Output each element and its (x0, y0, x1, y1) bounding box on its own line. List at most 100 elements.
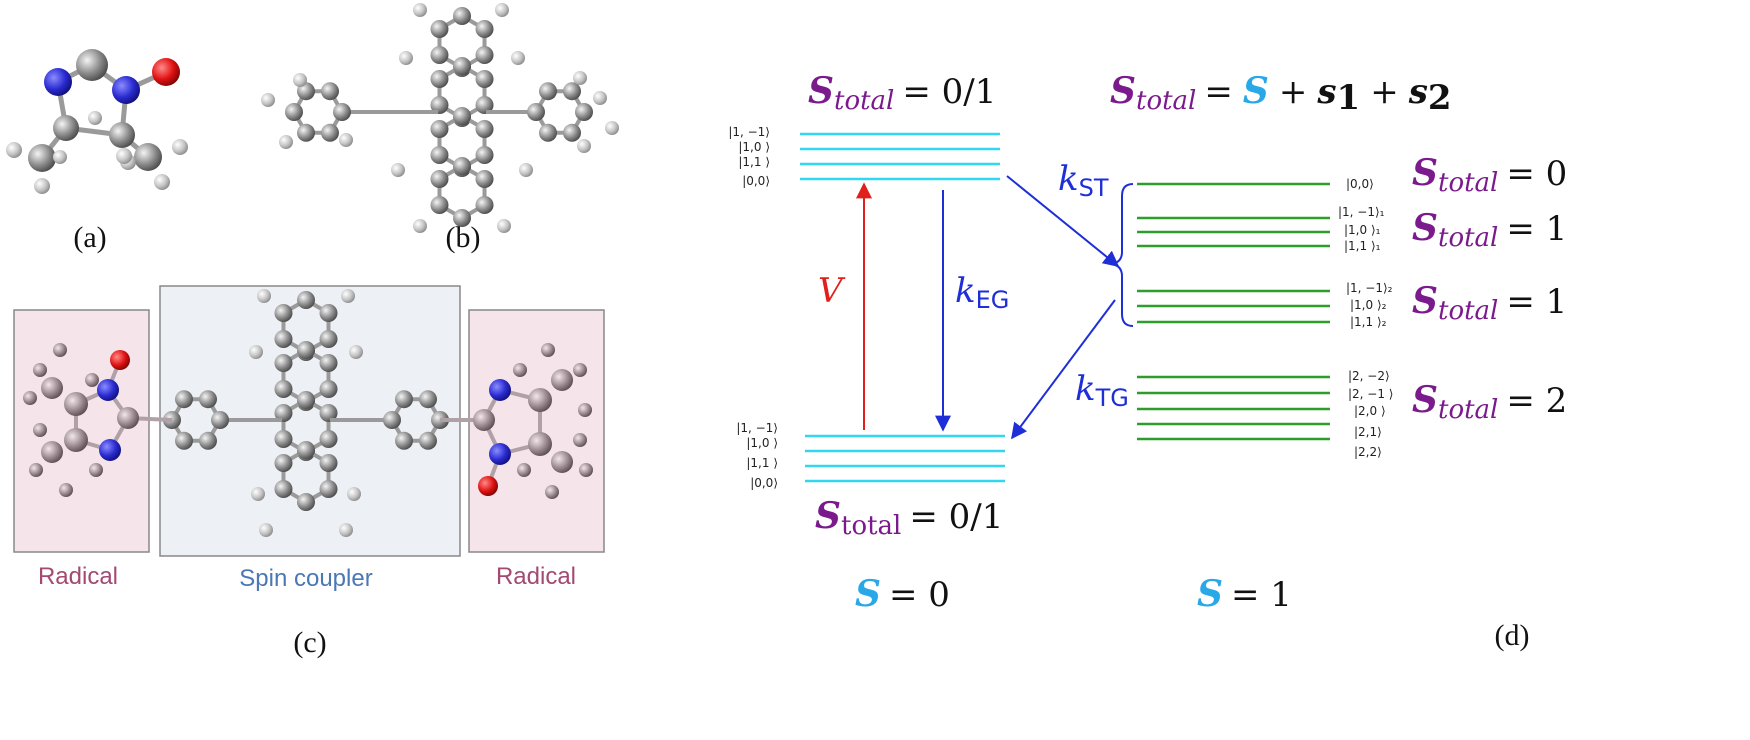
atom (605, 121, 619, 135)
atom (475, 20, 494, 38)
atom (430, 20, 449, 38)
atom (419, 390, 437, 409)
panel-d-label: (d) (1495, 619, 1530, 652)
atom (341, 289, 355, 303)
manifold-brace (1111, 183, 1134, 327)
atom (430, 170, 449, 188)
atom (347, 487, 361, 501)
atom (199, 390, 217, 409)
atom (274, 454, 293, 472)
atom (319, 430, 338, 448)
atom (475, 70, 494, 88)
atom (175, 390, 193, 409)
atom (89, 463, 103, 477)
atom (575, 103, 593, 121)
atom (513, 363, 527, 377)
atom (497, 219, 511, 233)
keg-label: kEG (955, 271, 1009, 314)
atom (297, 291, 315, 309)
atom (41, 441, 63, 463)
atom (274, 354, 293, 372)
atom (339, 523, 353, 537)
singlet-spin-label: S= 0 (855, 573, 950, 615)
atom (175, 431, 193, 450)
atom (539, 82, 557, 101)
atom (319, 304, 338, 322)
atom (475, 196, 494, 214)
right-stotal-3: Stotal= 2 (1412, 379, 1567, 425)
top-left-stotal: Stotal= 0/1 (808, 70, 996, 116)
atom (563, 123, 581, 142)
ket-label: |1,1 ⟩₂ (1350, 315, 1387, 329)
atom (551, 451, 573, 473)
atom (274, 430, 293, 448)
ket-label: |1,0 ⟩ (738, 140, 770, 154)
atom (64, 392, 88, 416)
atom (97, 379, 119, 401)
atom (321, 123, 339, 142)
atom (199, 431, 217, 450)
atom (430, 196, 449, 214)
atom (23, 391, 37, 405)
atom (117, 407, 139, 429)
atom (478, 476, 498, 496)
atom (349, 345, 363, 359)
atom (297, 391, 315, 409)
molecule-a (6, 49, 188, 194)
atom (297, 493, 315, 511)
atom (319, 354, 338, 372)
atom (274, 304, 293, 322)
ket-label: |1,0 ⟩₂ (1350, 298, 1387, 312)
right-radical-box (468, 309, 605, 553)
atom (293, 73, 307, 87)
atom (539, 123, 557, 142)
atom (430, 146, 449, 164)
ket-label: |2,2⟩ (1354, 445, 1382, 459)
atom (274, 380, 293, 398)
atom (495, 3, 509, 17)
atom (279, 135, 293, 149)
kst-arrow (1006, 175, 1120, 268)
atom (261, 93, 275, 107)
atom (579, 463, 593, 477)
ket-label: |1,1 ⟩₁ (1344, 239, 1381, 253)
atom (99, 439, 121, 461)
atom (489, 379, 511, 401)
atom (453, 157, 471, 175)
ktg-label: kTG (1075, 369, 1129, 412)
atom (511, 51, 525, 65)
atom (413, 219, 427, 233)
molecule-b (261, 3, 619, 233)
atom (274, 480, 293, 498)
atom (430, 70, 449, 88)
atom (573, 433, 587, 447)
ket-label: |1,0 ⟩ (746, 436, 778, 450)
atom (59, 483, 73, 497)
panel-c-label: (c) (293, 626, 326, 659)
atom (545, 485, 559, 499)
atom (395, 431, 413, 450)
atom (319, 480, 338, 498)
atom (519, 163, 533, 177)
atom (33, 363, 47, 377)
triplet-spin-label: S= 1 (1197, 573, 1292, 615)
atom (285, 103, 303, 121)
atom (453, 209, 471, 227)
atom (573, 363, 587, 377)
atom (399, 51, 413, 65)
ket-label: |0,0⟩ (750, 476, 778, 490)
atom (430, 46, 449, 64)
atom (453, 57, 471, 75)
atom (573, 71, 587, 85)
ket-label: |1,1 ⟩ (746, 456, 778, 470)
atom (419, 431, 437, 450)
atom (297, 441, 315, 459)
ket-label: |2, −1 ⟩ (1348, 387, 1394, 401)
ket-label: |1, −1⟩ (728, 125, 770, 139)
atom (577, 139, 591, 153)
ket-label: |1,0 ⟩₁ (1344, 223, 1381, 237)
ket-label: |0,0⟩ (1346, 177, 1374, 191)
atom (391, 163, 405, 177)
atom (319, 454, 338, 472)
